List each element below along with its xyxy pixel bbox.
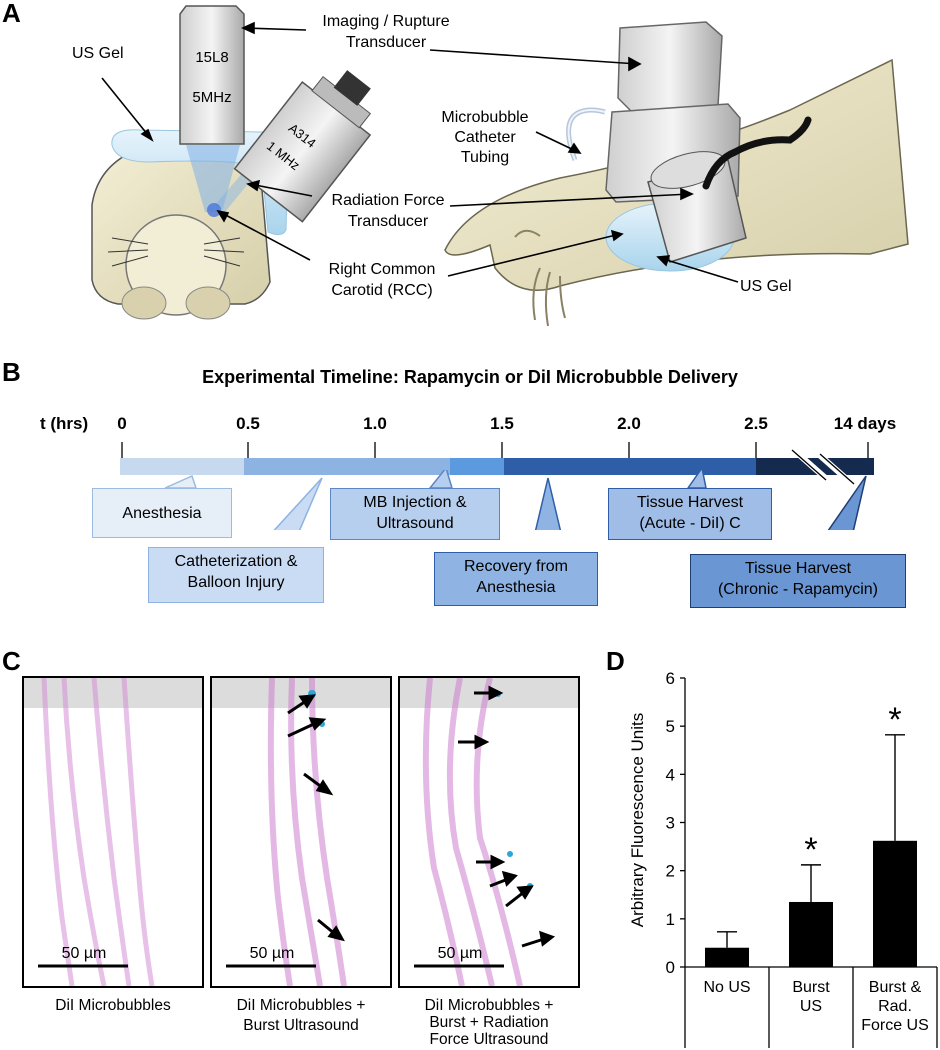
micrograph-1-caption: DiI Microbubbles [55, 997, 171, 1014]
micrograph-2 [210, 676, 392, 988]
callout-recovery: Recovery from Anesthesia [434, 552, 598, 606]
y-tick-label: 4 [666, 765, 675, 784]
timeline-callout-pointers [164, 470, 867, 530]
timeline-axis-label: t (hrs) [40, 414, 89, 433]
micrograph-3-tissue [400, 678, 578, 986]
micrograph-1-tissue [24, 678, 202, 986]
panel-a-letter: A [2, 0, 21, 28]
us-gel-right-label: US Gel [740, 278, 792, 295]
radiation-transducer-label-1: Radiation Force [331, 192, 445, 209]
timeline-tick-14-days: 14 days [833, 414, 897, 433]
scale-bar-label-3: 50 µm [437, 945, 483, 962]
panel-a-illustration [91, 5, 909, 327]
category-label: Force US [861, 1017, 929, 1034]
callout-mb-injection-line1: MB Injection & [363, 494, 467, 511]
catheter-label-1: Microbubble [441, 109, 529, 126]
callout-harvest-acute: Tissue Harvest (Acute - DiI) C [608, 488, 772, 540]
bar [789, 901, 833, 967]
timeline-title: Experimental Timeline: Rapamycin or DiI … [202, 367, 738, 387]
radiation-transducer-label-2: Transducer [347, 213, 429, 230]
panel-d-letter: D [606, 646, 625, 676]
callout-harvest-acute-line1: Tissue Harvest [636, 494, 744, 511]
micrograph-3-caption-line3: Force Ultrasound [429, 1031, 549, 1048]
micrograph-2-caption-line2: Burst Ultrasound [243, 1017, 359, 1034]
micrograph-2-caption-line1: DiI Microbubbles + [236, 997, 366, 1014]
callout-mb-injection-line2: Ultrasound [376, 515, 454, 532]
callout-mb-injection: MB Injection & Ultrasound [330, 488, 500, 540]
category-label: Burst & [869, 979, 922, 996]
timeline-tick-0: 0 [117, 414, 127, 433]
transducer-frequency-label: 5MHz [192, 89, 232, 106]
us-gel-left-label: US Gel [72, 45, 124, 62]
callout-harvest-chronic-line2: (Chronic - Rapamycin) [717, 581, 879, 598]
category-label: Rad. [878, 998, 912, 1015]
panel-c-letter: C [2, 646, 21, 676]
scale-bar-label-2: 50 µm [249, 945, 295, 962]
category-label: Burst [792, 979, 830, 996]
imaging-transducer-label-1: Imaging / Rupture [322, 13, 450, 30]
y-tick-label: 0 [666, 958, 675, 977]
radiation-transducer-right [647, 116, 812, 263]
callout-harvest-chronic: Tissue Harvest (Chronic - Rapamycin) [690, 554, 906, 608]
timeline-bar [120, 442, 874, 485]
rcc-label-2: Carotid (RCC) [331, 282, 433, 299]
callout-anesthesia-text: Anesthesia [122, 505, 202, 522]
callout-catheterization: Catheterization & Balloon Injury [148, 547, 324, 603]
significance-marker: * [804, 831, 817, 869]
y-tick-label: 1 [666, 910, 675, 929]
callout-harvest-acute-line2: (Acute - DiI) C [639, 515, 741, 532]
callout-anesthesia: Anesthesia [92, 488, 232, 538]
callout-catheterization-line1: Catheterization & [174, 553, 298, 570]
imaging-transducer-left [179, 5, 245, 145]
transducer-model-label: 15L8 [195, 49, 229, 66]
micrograph-1 [22, 676, 204, 988]
scale-bar-label-1: 50 µm [61, 945, 107, 962]
timeline-tick-2-5: 2.5 [744, 414, 768, 433]
imaging-transducer-label-2: Transducer [345, 34, 427, 51]
rcc-label-1: Right Common [328, 261, 436, 278]
category-label: No US [703, 979, 750, 996]
bar [873, 840, 917, 967]
y-tick-label: 2 [666, 862, 675, 881]
timeline-tick-2-0: 2.0 [617, 414, 641, 433]
callout-catheterization-line2: Balloon Injury [187, 574, 285, 591]
callout-harvest-chronic-line1: Tissue Harvest [744, 560, 852, 577]
timeline-tick-1-5: 1.5 [490, 414, 514, 433]
imaging-transducer-right [605, 21, 741, 203]
micrograph-3-caption-line2: Burst + Radiation [429, 1014, 549, 1031]
catheter-label-3: Tubing [460, 149, 510, 166]
bar [705, 947, 749, 967]
radiation-transducer-left [233, 70, 372, 223]
micrograph-3-caption-line1: DiI Microbubbles + [424, 997, 554, 1014]
callout-recovery-line2: Anesthesia [476, 579, 556, 596]
timeline-tick-0-5: 0.5 [236, 414, 260, 433]
catheter-label-2: Catheter [454, 129, 516, 146]
panel-b-letter: B [2, 357, 21, 387]
y-tick-label: 3 [666, 814, 675, 833]
timeline-tick-1-0: 1.0 [363, 414, 387, 433]
y-tick-label: 5 [666, 717, 675, 736]
significance-marker: * [888, 701, 901, 739]
callout-recovery-line1: Recovery from [463, 558, 569, 575]
y-tick-label: 6 [666, 669, 675, 688]
micrograph-arrows [38, 685, 556, 968]
category-label: US [800, 998, 822, 1015]
